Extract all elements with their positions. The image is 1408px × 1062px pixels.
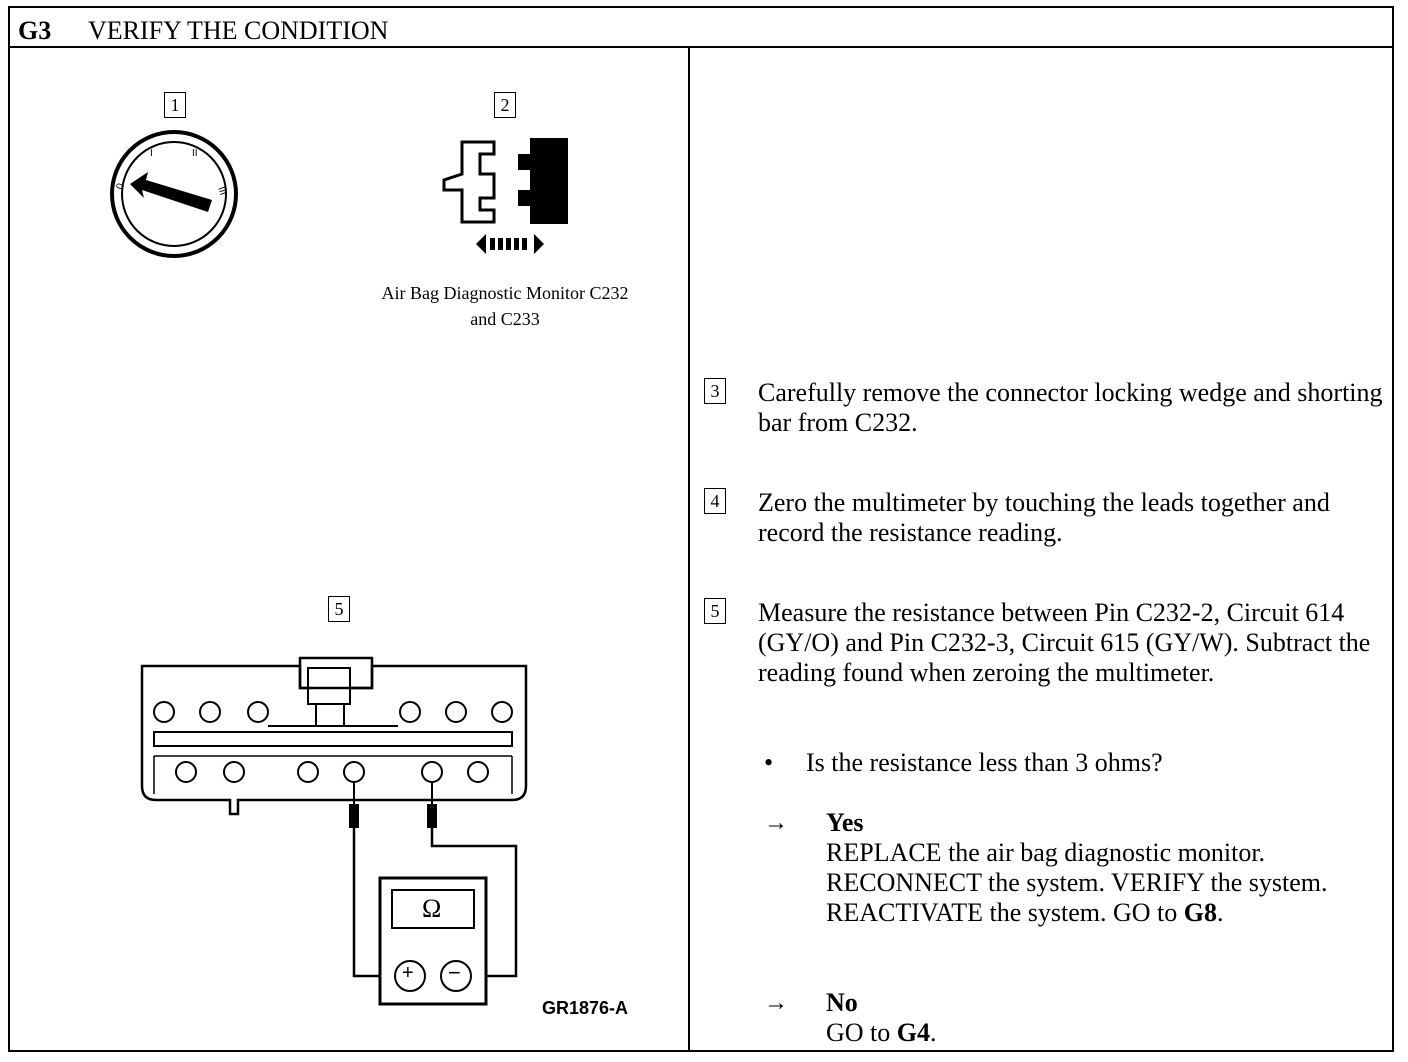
step-5-box: 5: [704, 598, 726, 624]
connector-disconnect-icon: [442, 138, 568, 254]
column-divider: [688, 46, 690, 1052]
minus-terminal-label: −: [448, 960, 461, 985]
step-4-text: Zero the multimeter by touching the lead…: [758, 488, 1330, 547]
page-title: VERIFY THE CONDITION: [88, 16, 389, 45]
yes-answer: Yes REPLACE the air bag diagnostic monit…: [826, 808, 1386, 928]
step-code: G3: [18, 16, 52, 45]
yes-text: REPLACE the air bag diagnostic monitor. …: [826, 838, 1328, 927]
svg-text:I: I: [150, 148, 153, 159]
caption-line-1: Air Bag Diagnostic Monitor C232: [381, 283, 629, 303]
svg-text:0: 0: [114, 182, 126, 191]
connector-c232-icon: [140, 656, 528, 978]
no-text: GO to: [826, 1018, 897, 1047]
question-text: Is the resistance less than 3 ohms?: [806, 748, 1163, 777]
step-3-text: Carefully remove the connector locking w…: [758, 378, 1383, 437]
figure-id: GR1876-A: [542, 998, 629, 1018]
plus-terminal-label: +: [402, 962, 414, 984]
svg-text:II: II: [192, 148, 198, 159]
yes-goto-link[interactable]: G8: [1183, 898, 1217, 927]
step-5-text: Measure the resistance between Pin C232-…: [758, 598, 1371, 687]
yes-end: .: [1216, 898, 1224, 927]
yes-arrow-icon: →: [764, 810, 788, 836]
figure-caption: Air Bag Diagnostic Monitor C232 and C233: [340, 280, 670, 332]
step-3-box: 3: [704, 378, 726, 404]
caption-line-2: and C233: [470, 309, 540, 329]
no-arrow-icon: →: [764, 990, 788, 1016]
ignition-switch-icon: 0 I II III: [110, 130, 238, 258]
step-4-box: 4: [704, 488, 726, 514]
no-end: .: [930, 1018, 937, 1047]
no-answer: No GO to G4.: [826, 988, 1386, 1048]
no-label: No: [826, 988, 858, 1017]
svg-text:III: III: [215, 185, 228, 197]
figure-step-2-box: 2: [494, 92, 516, 118]
no-goto-link[interactable]: G4: [896, 1018, 931, 1047]
question-bullet: •: [764, 748, 774, 777]
header-bar: G3 VERIFY THE CONDITION: [8, 6, 1394, 48]
yes-label: Yes: [826, 808, 864, 837]
figure-step-1-box: 1: [164, 92, 186, 118]
multimeter-icon: [378, 876, 488, 1006]
ohm-symbol: Ω: [422, 894, 442, 923]
figure-step-5-box: 5: [328, 596, 350, 622]
